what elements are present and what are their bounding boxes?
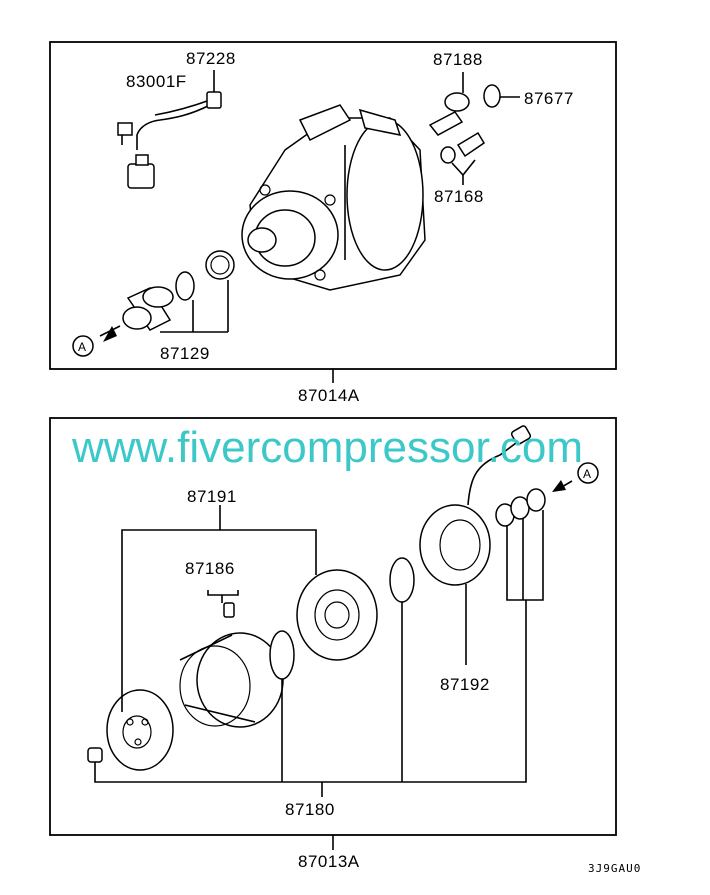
label-87186: 87186 (185, 559, 235, 578)
marker-a-top: A (78, 340, 87, 354)
part-87188 (428, 72, 470, 136)
leader-lines-bottom (94, 505, 527, 850)
label-87129: 87129 (160, 344, 210, 363)
drawing-code: 3J9GAU0 (588, 862, 641, 875)
nut-part (87, 747, 103, 763)
assembly-label-87013a: 87013A (298, 852, 360, 871)
compressor-body (241, 104, 426, 291)
label-87191: 87191 (187, 487, 237, 506)
label-87188: 87188 (433, 50, 483, 69)
part-87186 (207, 590, 239, 618)
coil-87192 (419, 425, 532, 665)
label-87677: 87677 (524, 89, 574, 108)
label-87168: 87168 (434, 187, 484, 206)
part-87228 (206, 70, 222, 109)
part-87168 (440, 131, 486, 185)
snap-ring-2 (389, 557, 415, 603)
clutch-front-plate (106, 689, 174, 771)
label-87192: 87192 (440, 675, 490, 694)
watermark-url: www.fivercompressor.com (71, 423, 583, 472)
label-87228: 87228 (186, 49, 236, 68)
part-87677 (483, 84, 520, 108)
assembly-label-87014a: 87014A (298, 386, 360, 405)
marker-a-bottom: A (583, 467, 592, 481)
label-83001f: 83001F (126, 72, 187, 91)
stator (296, 569, 378, 661)
arrow-a-bottom (552, 462, 599, 492)
shims (495, 488, 546, 601)
wire-harness-83001f (117, 99, 211, 189)
pulley (179, 632, 284, 728)
label-87180: 87180 (285, 800, 335, 819)
snap-ring-1 (269, 630, 295, 680)
arrow-a-top (72, 325, 121, 357)
part-87129 (122, 250, 235, 333)
